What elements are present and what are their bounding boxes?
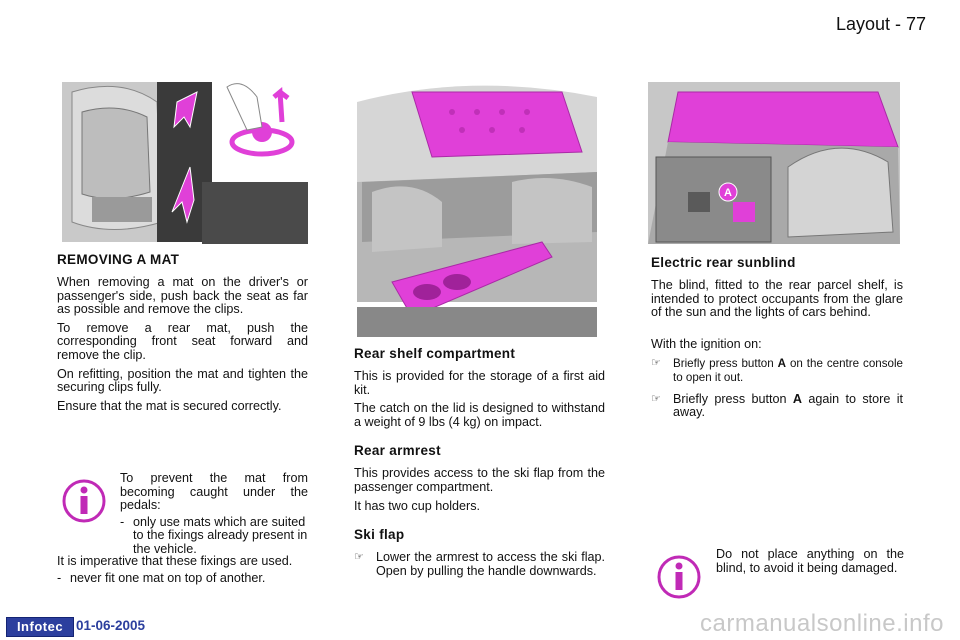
right-info-text: Do not place anything on the blind, to a… [716, 547, 904, 575]
mat-clip-illustration [62, 72, 308, 244]
left-info-box: To prevent the mat from becoming caught … [120, 471, 308, 557]
footer-date: 01-06-2005 [76, 618, 146, 633]
hand-pointer-icon: ☞ [651, 392, 661, 405]
left-para-2: To remove a rear mat, push the correspon… [57, 320, 308, 362]
shelf-para-1: This is provided for the storage of a fi… [354, 369, 605, 397]
sunblind-bullet-1: ☞ Briefly press button A on the centre c… [651, 357, 903, 384]
rear-shelf-armrest-illustration [352, 72, 605, 340]
left-para-3: On refitting, position the mat and tight… [57, 366, 308, 395]
bullet1-text-pre: Briefly press button [673, 357, 778, 371]
rear-armrest-heading: Rear armrest [354, 443, 441, 459]
armrest-para-2: It has two cup holders. [354, 498, 481, 513]
ski-flap-heading: Ski flap [354, 527, 405, 543]
page-title: Layout - 77 [835, 14, 926, 34]
shelf-para-2: The catch on the lid is designed to with… [354, 401, 605, 429]
hand-pointer-icon: ☞ [651, 357, 661, 370]
left-info-dash-item-2: - never fit one mat on top of another. [57, 570, 308, 586]
left-info-dash-text: only use mats which are suited to the fi… [133, 514, 308, 556]
left-para-1: When removing a mat on the driver's or p… [57, 275, 308, 317]
rear-shelf-heading: Rear shelf compartment [354, 346, 516, 361]
removing-mat-heading: REMOVING A MAT [57, 252, 180, 267]
sunblind-bullet-2: ☞ Briefly press button A again to store … [651, 391, 904, 420]
infotec-logo: Infotec [6, 617, 74, 637]
dash-marker: - [120, 514, 125, 529]
label-a: A [724, 187, 732, 199]
right-column: Electric rear sunblind The blind, fitted… [651, 255, 903, 428]
right-info-box: Do not place anything on the blind, to a… [716, 547, 904, 580]
info-icon [62, 479, 106, 523]
bullet1-text-post: on the centre console to open it out. [673, 357, 903, 384]
ignition-text: With the ignition on: [651, 336, 762, 351]
left-column: REMOVING A MAT When removing a mat on th… [57, 252, 308, 418]
sunblind-heading: Electric rear sunblind [651, 255, 796, 270]
bullet2-button-label: A [792, 391, 802, 406]
bullet1-button-label: A [777, 357, 787, 371]
left-info-text: To prevent the mat from becoming caught … [120, 471, 308, 513]
sunblind-para: The blind, fitted to the rear parcel she… [651, 278, 903, 320]
bullet2-text-post: again to store it away. [673, 391, 904, 420]
watermark: carmanualsonline.info [700, 610, 944, 637]
left-info-dash-item: - only use mats which are suited to the … [120, 514, 308, 557]
middle-column: Rear shelf compartment This is provided … [354, 346, 605, 586]
sunblind-illustration: A [648, 72, 900, 244]
dash-marker: - [57, 570, 62, 585]
left-para-4: Ensure that the mat is secured correctly… [57, 398, 282, 413]
armrest-para-1: This provides access to the ski flap fro… [354, 466, 605, 494]
ski-flap-bullet: ☞ Lower the armrest to access the ski fl… [354, 550, 605, 578]
hand-pointer-icon: ☞ [354, 551, 364, 564]
left-info-after-text: It is imperative that these fixings are … [57, 554, 293, 568]
left-info-after: It is imperative that these fixings are … [57, 554, 308, 586]
ski-flap-bullet-text: Lower the armrest to access the ski flap… [376, 550, 605, 578]
left-info-dash-text-2: never fit one mat on top of another. [70, 570, 266, 585]
info-icon [657, 555, 701, 599]
bullet2-text-pre: Briefly press button [673, 391, 793, 406]
